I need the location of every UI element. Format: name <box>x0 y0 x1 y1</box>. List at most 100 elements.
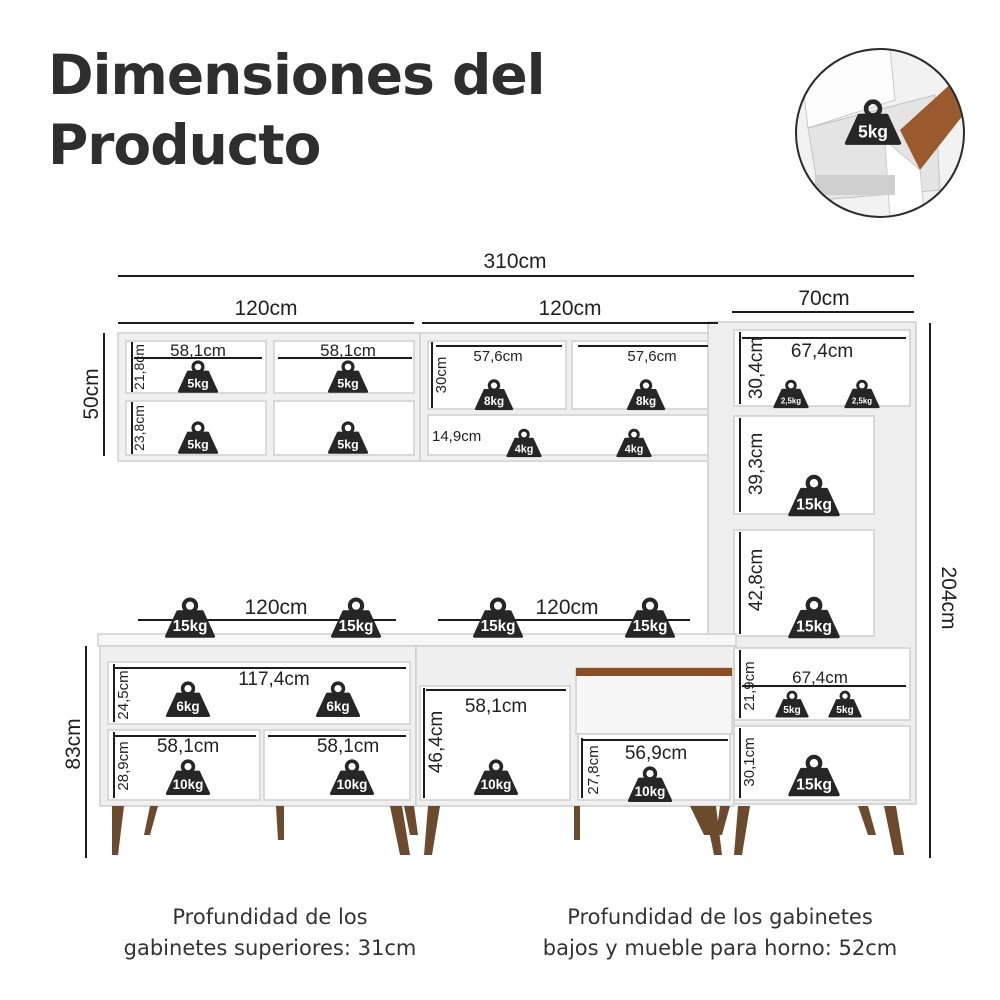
weight-body <box>327 370 369 393</box>
tower-top-height: 30,4cm <box>746 337 767 399</box>
tower-weight-icon-2: 2,5kg <box>844 379 880 409</box>
lm-weight-icon-1: 10kg <box>473 759 519 795</box>
dimension-labels: 310cm 120cm 120cm 70cm 50cm 204cm 83cm 1… <box>62 250 960 795</box>
weight-body <box>474 389 514 411</box>
weight-body <box>844 388 880 409</box>
um-weight-icon-2: 8kg <box>626 379 666 411</box>
weight-label: 4kg <box>515 443 534 455</box>
weight-body <box>788 609 840 639</box>
weight-label: 15kg <box>796 496 832 513</box>
drawer-inset: 5kg <box>795 48 965 218</box>
lm-left-height: 46,4cm <box>426 711 447 773</box>
counter-weight-icon-1: 15kg <box>165 597 215 638</box>
weight-body <box>626 389 666 411</box>
counter-weight-icon-3: 15kg <box>473 597 523 638</box>
tower-weight-icon-7: 15kg <box>788 754 840 797</box>
tower-weight-icon-1: 2,5kg <box>773 379 809 409</box>
ll-weight-icon-4: 10kg <box>329 759 375 795</box>
ll-top-width: 117,4cm <box>238 669 309 690</box>
ul-top-height: 21,8cm <box>131 344 147 390</box>
um-weight-icon-4: 4kg <box>616 428 652 458</box>
weight-label: 5kg <box>783 705 801 716</box>
weight-label: 5kg <box>337 437 358 451</box>
weight-label: 15kg <box>633 618 668 635</box>
weight-label: 2,5kg <box>852 396 872 405</box>
weight-body <box>828 699 862 718</box>
weight-ring <box>347 597 365 614</box>
weight-label: 10kg <box>635 784 666 799</box>
wood-trim <box>576 668 732 676</box>
lm-right-width: 56,9cm <box>625 743 687 764</box>
weight-label: 8kg <box>636 395 656 408</box>
weight-label: 15kg <box>481 618 516 635</box>
um-weight-icon-3: 4kg <box>506 428 542 458</box>
ul-top-left-width: 58,1cm <box>170 341 226 360</box>
ll-bottom-left-width: 58,1cm <box>157 736 219 757</box>
weight-body <box>315 692 361 717</box>
upper-left-width-label: 120cm <box>234 297 297 320</box>
tower-bottom-height: 30,1cm <box>741 737 758 786</box>
weight-label: 5kg <box>836 705 854 716</box>
weight-label: 5kg <box>858 121 888 141</box>
weight-body <box>473 610 523 638</box>
weight-label: 2,5kg <box>781 396 801 405</box>
tower-mid-height: 39,3cm <box>746 433 767 495</box>
weight-body <box>177 431 219 454</box>
ll-top-height: 24,5cm <box>115 670 132 719</box>
cabinet-legs <box>112 806 904 855</box>
counter-right-width-label: 120cm <box>535 596 598 619</box>
ul-bottom-height: 23,8cm <box>131 405 147 451</box>
weight-label: 6kg <box>176 699 199 714</box>
weight-body <box>788 767 840 797</box>
weight-body <box>844 113 902 145</box>
um-bottom-height: 14,9cm <box>432 428 481 445</box>
tower-low-height: 21,9cm <box>741 661 758 710</box>
weight-body <box>625 610 675 638</box>
weight-ring <box>641 597 659 614</box>
tower-oven-height: 42,8cm <box>746 549 767 611</box>
weight-body <box>775 699 809 718</box>
tower-weight-icon-6: 5kg <box>828 690 862 718</box>
lower-depth-note: Profundidad de los gabinetes bajos y mue… <box>520 902 920 964</box>
ll-weight-icon-1: 6kg <box>165 681 211 717</box>
weight-body <box>773 388 809 409</box>
tower-top-width: 67,4cm <box>791 341 853 362</box>
upper-depth-note-line-2: gabinetes superiores: 31cm <box>123 936 417 960</box>
ul-weight-icon-4: 5kg <box>327 421 369 454</box>
weight-body <box>616 437 652 458</box>
lower-depth-note-line-1: Profundidad de los gabinetes <box>567 905 873 929</box>
total-width-label: 310cm <box>483 250 546 273</box>
upper-depth-note-line-1: Profundidad de los <box>172 905 368 929</box>
weight-body <box>331 610 381 638</box>
ul-top-right-width: 58,1cm <box>320 341 376 360</box>
upper-height-label: 50cm <box>80 368 103 419</box>
weight-label: 5kg <box>187 376 208 390</box>
weight-label: 6kg <box>326 699 349 714</box>
inset-weight-icon: 5kg <box>844 99 902 145</box>
ul-weight-icon-1: 5kg <box>177 360 219 393</box>
ll-weight-icon-3: 10kg <box>165 759 211 795</box>
tower-width-label: 70cm <box>798 287 849 310</box>
lm-left-width: 58,1cm <box>465 696 527 717</box>
weight-body <box>627 777 673 802</box>
um-weight-icon-1: 8kg <box>474 379 514 411</box>
weight-ring <box>489 597 507 614</box>
weight-label: 10kg <box>481 777 512 792</box>
weight-label: 15kg <box>796 618 832 635</box>
ll-weight-icon-2: 6kg <box>315 681 361 717</box>
tower-weight-icon-3: 15kg <box>788 474 840 517</box>
upper-mid-width-label: 120cm <box>538 297 601 320</box>
weight-body <box>177 370 219 393</box>
counter-weight-icon-4: 15kg <box>625 597 675 638</box>
weight-label: 8kg <box>484 395 504 408</box>
weight-body <box>473 770 519 795</box>
weight-icons: 5kg 5kg 5kg 5kg 8kg 8kg 4kg 4kg 2,5kg 2,… <box>165 360 880 802</box>
weight-label: 5kg <box>187 437 208 451</box>
weight-body <box>788 487 840 517</box>
um-right-width: 57,6cm <box>627 348 676 365</box>
ll-bottom-right-width: 58,1cm <box>317 736 379 757</box>
ul-weight-icon-3: 5kg <box>177 421 219 454</box>
weight-label: 10kg <box>337 777 368 792</box>
weight-body <box>329 770 375 795</box>
